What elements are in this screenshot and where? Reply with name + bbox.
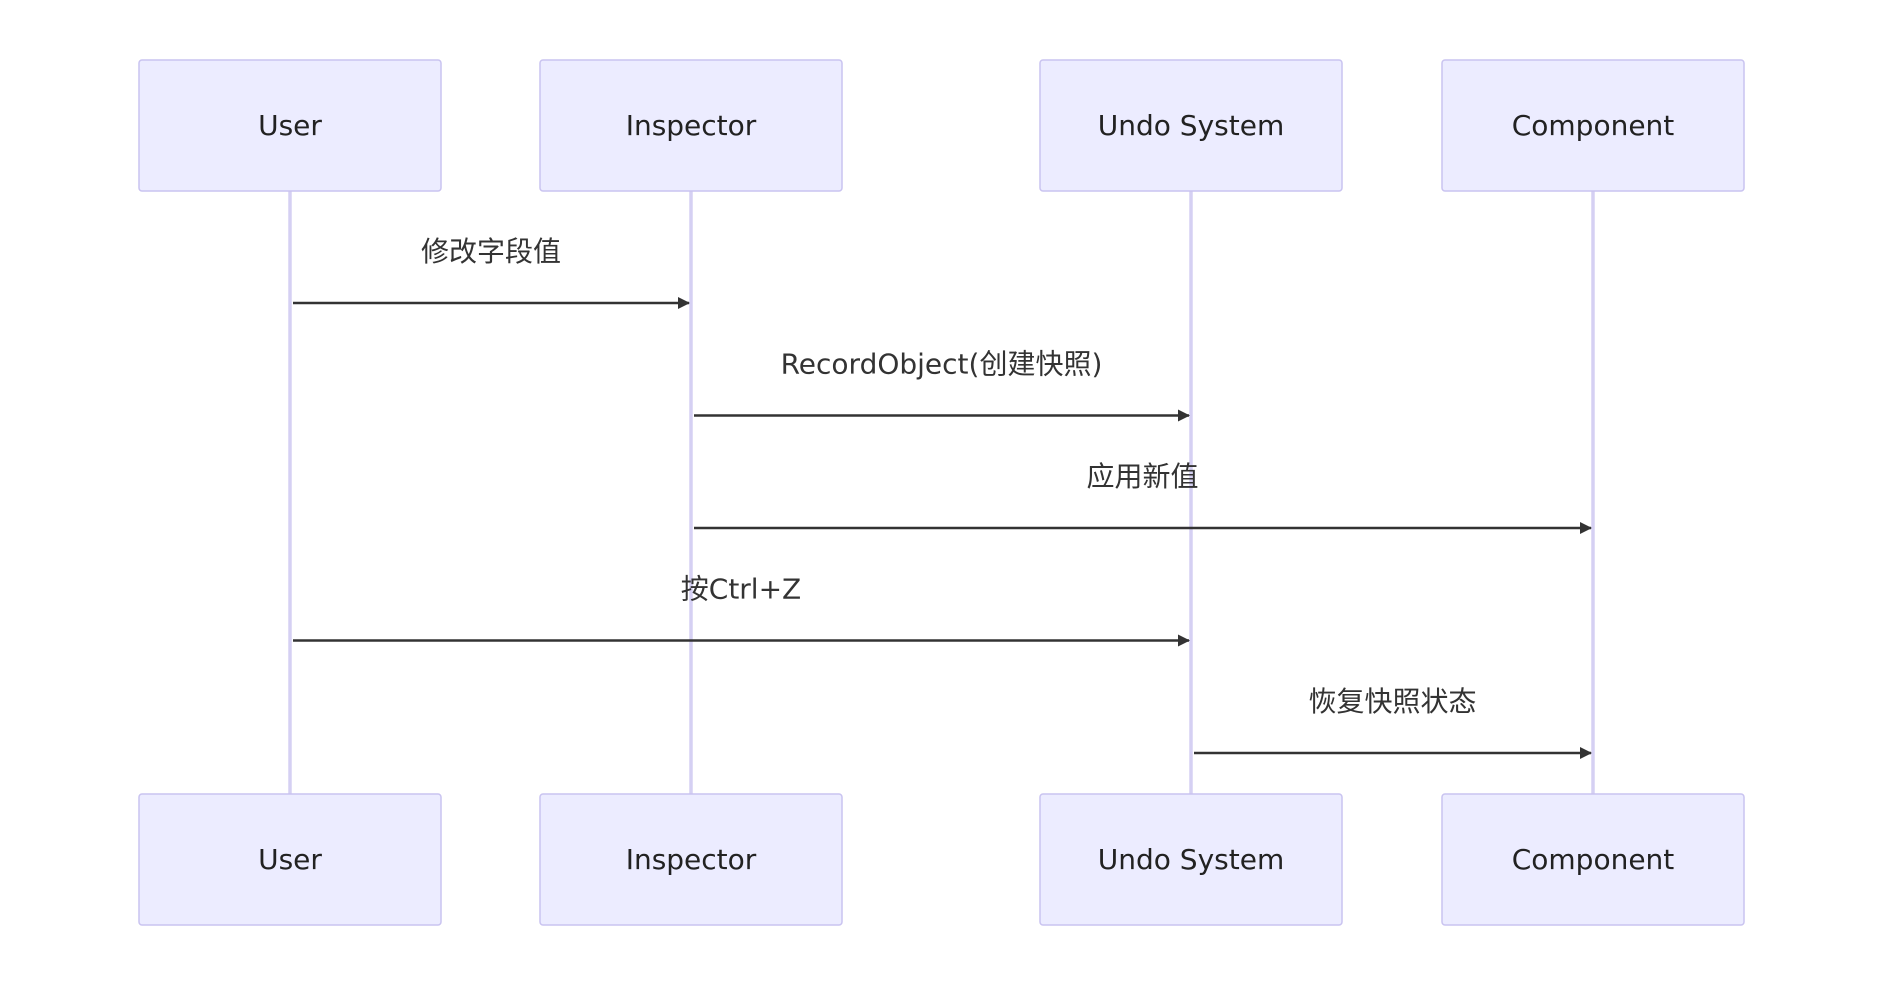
message-5: 恢复快照状态 [1194,685,1592,759]
message-label: 修改字段值 [421,235,561,268]
actor-component-bottom: Component [1441,793,1745,926]
actor-box [1441,59,1745,192]
message-label: 应用新值 [1086,460,1198,493]
actor-label: Inspector [626,109,757,142]
actor-label: User [258,109,322,142]
actor-label: Component [1512,109,1675,142]
actor-component-top: Component [1441,59,1745,192]
actor-undo-top: Undo System [1039,59,1343,192]
actor-box [1039,59,1343,192]
actor-label: Undo System [1098,109,1284,142]
actor-box [1039,793,1343,926]
actor-label: Component [1512,843,1675,876]
actor-label: Undo System [1098,843,1284,876]
actor-box [138,59,442,192]
message-label: 按Ctrl+Z [681,573,801,606]
message-2: RecordObject(创建快照) [694,348,1190,422]
actor-label: User [258,843,322,876]
message-label: RecordObject(创建快照) [781,348,1103,381]
actor-box [539,59,843,192]
actor-inspector-top: Inspector [539,59,843,192]
actor-label: Inspector [626,843,757,876]
actor-box [539,793,843,926]
message-label: 恢复快照状态 [1308,685,1476,718]
actor-box [138,793,442,926]
message-1: 修改字段值 [293,235,690,309]
actor-user-bottom: User [138,793,442,926]
actor-user-top: User [138,59,442,192]
message-3: 应用新值 [694,460,1592,534]
actor-box [1441,793,1745,926]
message-4: 按Ctrl+Z [293,573,1190,647]
actor-undo-bottom: Undo System [1039,793,1343,926]
actor-inspector-bottom: Inspector [539,793,843,926]
